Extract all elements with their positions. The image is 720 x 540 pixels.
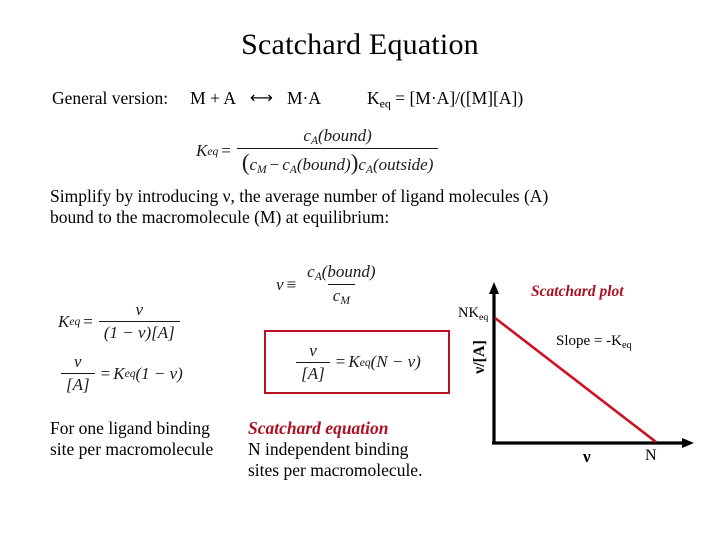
eq2-den-c: c — [332, 286, 341, 306]
general-version-line: General version: M + A ⟷ M·A Keq = [M·A]/([M… — [52, 88, 523, 111]
slope-text: Slope = -K — [556, 333, 622, 349]
scatchard-plot — [462, 278, 712, 478]
eq1-den-outside: (outside) — [372, 155, 434, 175]
eq1-num-paren: (bound) — [318, 126, 372, 145]
reaction-left: M + A — [190, 88, 236, 108]
eq1-numerator: cA(bound) — [298, 126, 376, 148]
keq-symbol: K — [366, 88, 380, 108]
eq1-fraction: cA(bound) (cM−cA(bound))cA(outside) — [236, 126, 439, 177]
eq5-rhs-sub: eq — [359, 355, 371, 369]
left-note-line-2: site per macromolecule — [50, 439, 214, 459]
eq1-den-bound: (bound) — [296, 155, 351, 175]
eq2-den-sub: M — [340, 294, 350, 308]
plot-title: Scatchard plot — [531, 283, 624, 300]
eq1-equals: = — [221, 141, 231, 161]
eq3-lhs-sub: eq — [69, 315, 81, 328]
eq5-denominator: [A] — [296, 361, 330, 384]
eq1-num-sub: A — [310, 134, 318, 148]
eq1-den-ca2-sub: A — [365, 163, 373, 177]
keq-inline: Keq = [M·A]/([M][A]) — [366, 88, 524, 111]
eq5-rhs-paren: (N − ν) — [370, 352, 421, 371]
eq1-den-ca: c — [282, 155, 290, 175]
eq2-num-c: c — [307, 262, 315, 281]
slope-subscript: eq — [621, 339, 632, 351]
eq1-denominator: (cM−cA(bound))cA(outside) — [236, 148, 439, 177]
scatchard-line — [494, 316, 657, 444]
eq2-numerator: cA(bound) — [302, 262, 380, 284]
simplify-line-2: bound to the macromolecule (M) at equili… — [50, 207, 390, 227]
eq2-denominator: cM — [327, 284, 355, 308]
y-axis-label: ν/[A] — [471, 340, 488, 374]
eq1-num-c: c — [303, 126, 311, 145]
right-note-line-1: N independent binding — [248, 439, 409, 459]
eq3-equals: = — [83, 311, 93, 331]
scatchard-equation-heading: Scatchard equation — [248, 418, 389, 438]
x-axis-label: ν — [583, 447, 591, 466]
x-axis-arrowhead-icon — [682, 438, 694, 448]
keq-expression: = [M·A]/([M][A]) — [395, 88, 524, 108]
eq1-den-open: ( — [241, 150, 250, 176]
eq5-equals: = — [335, 352, 346, 371]
eq1-den-minus: − — [269, 155, 280, 175]
x-intercept-label: N — [645, 447, 657, 464]
simplify-paragraph: Simplify by introducing ν, the average n… — [50, 186, 670, 228]
eq4-equals: = — [100, 363, 111, 383]
equilibrium-arrow-icon: ⟷ — [250, 88, 273, 107]
equation-nu-definition: ν ≡ cA(bound) cM — [276, 262, 384, 307]
eq3-denominator: (1 − ν)[A] — [98, 321, 180, 343]
slope-annotation: Slope = -Keq — [556, 333, 632, 351]
eq3-numerator: ν — [135, 300, 144, 319]
eq4-denominator: [A] — [61, 373, 95, 395]
general-version-label: General version: — [52, 88, 169, 108]
page-title: Scatchard Equation — [241, 28, 479, 61]
eq1-lhs-sub: eq — [207, 144, 219, 158]
eq4-numerator: ν — [74, 352, 82, 371]
y-intercept-text: NK — [458, 305, 479, 321]
eq4-rhs-paren: (1 − ν) — [135, 363, 183, 383]
eq1-den-ca-sub: A — [289, 163, 297, 177]
eq4-rhs-symbol: K — [113, 363, 125, 383]
eq4-rhs-sub: eq — [124, 367, 136, 380]
eq5-numerator: ν — [309, 340, 317, 360]
eq4-fraction: ν [A] — [61, 352, 95, 395]
eq5-fraction: ν [A] — [296, 341, 330, 384]
right-note-line-2: sites per macromolecule. — [248, 460, 423, 480]
y-axis-arrowhead-icon — [489, 282, 499, 294]
eq1-den-close: ) — [350, 150, 359, 176]
reaction-right: M·A — [286, 88, 321, 108]
eq1-den-ca2: c — [358, 155, 366, 175]
eq1-lhs-symbol: K — [196, 141, 208, 161]
eq2-num-sub: A — [314, 270, 322, 284]
left-note-line-1: For one ligand binding — [50, 418, 210, 438]
eq2-num-paren: (bound) — [321, 262, 376, 281]
eq3-fraction: ν (1 − ν)[A] — [98, 300, 180, 343]
plot-svg — [489, 282, 694, 448]
right-note: Scatchard equation N independent binding… — [248, 418, 422, 481]
eq1-den-cm-sub: M — [257, 163, 267, 177]
eq2-nu: ν — [276, 274, 284, 294]
eq2-equiv: ≡ — [286, 274, 297, 294]
simplify-line-1: Simplify by introducing ν, the average n… — [50, 186, 549, 206]
y-intercept-label: NKeq — [458, 305, 488, 323]
eq5-rhs-symbol: K — [348, 352, 360, 371]
eq2-fraction: cA(bound) cM — [302, 262, 380, 307]
keq-subscript: eq — [379, 96, 391, 111]
left-note: For one ligand binding site per macromol… — [50, 418, 213, 460]
eq1-den-cm: c — [249, 155, 258, 175]
y-intercept-subscript: eq — [478, 311, 489, 323]
eq3-lhs-symbol: K — [58, 311, 70, 331]
